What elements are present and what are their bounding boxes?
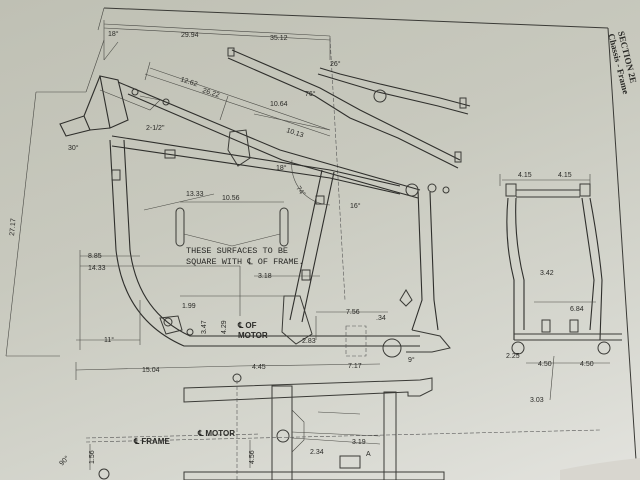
dim-3-47: 3.47: [201, 320, 208, 334]
dim-4-50-right: 4.50: [580, 361, 594, 368]
dim-10-64: 10.64: [270, 101, 288, 108]
dim-3-03: 3.03: [530, 397, 544, 404]
bottom-dimensions: [75, 362, 381, 380]
cl-of-motor-line2: MOTOR: [238, 331, 268, 340]
rear-view: [499, 174, 622, 401]
rear-upper-strut: [227, 47, 471, 169]
cl-frame-label: ℄ FRAME: [133, 437, 170, 446]
dim-1-56: 1.56: [89, 450, 96, 464]
surfaces-note-line1: THESE SURFACES TO BE: [186, 246, 288, 256]
mount-plates: 13.33 10.56: [143, 191, 289, 247]
dim-26-22: 26.22: [201, 87, 220, 99]
label-a: A: [366, 451, 371, 458]
front-down-tube: [109, 139, 420, 347]
dim-2-34: 2.34: [310, 449, 324, 456]
angle-18b: 18°: [276, 164, 287, 172]
angle-9: 9°: [408, 356, 415, 364]
lower-right-dimensions: [315, 311, 388, 357]
dim-7-56: 7.56: [346, 309, 360, 316]
height-dimension: [5, 91, 86, 357]
dim-11-deg: 11°: [104, 336, 114, 344]
dim-1-99: 1.99: [182, 303, 196, 310]
dim-27-17: 27.17: [9, 218, 18, 236]
dim-2-1-2: 2-1/2": [146, 125, 165, 132]
dim-4-15-left: 4.15: [518, 172, 532, 179]
dim-35-12: 35.12: [270, 35, 288, 42]
angle-18-label: 18°: [108, 30, 119, 38]
angle-90: 90°: [58, 454, 71, 467]
angle-26: 26°: [330, 60, 341, 68]
dim-13-33: 13.33: [186, 191, 204, 198]
angle-74: 74°: [294, 185, 307, 198]
dim-2-83: 2.83: [302, 338, 316, 345]
top-dimensions: [85, 20, 346, 301]
dim-8-85: 8.85: [88, 253, 102, 260]
angle-16: 16°: [350, 202, 361, 210]
dim-6-84: 6.84: [570, 306, 584, 313]
steering-head: [59, 75, 170, 137]
dim-point-34: .34: [376, 315, 386, 322]
dim-4-50-left: 4.50: [538, 361, 552, 368]
left-dimensions: [76, 250, 320, 350]
cl-of-motor-line1: ℄ OF: [237, 321, 257, 330]
surfaces-note-line2: SQUARE WITH ℄ OF FRAME.: [186, 257, 304, 267]
dim-10-13: 10.13: [285, 127, 304, 139]
page-border: [97, 7, 637, 461]
top-tube: [117, 61, 421, 199]
dim-4-56: 4.56: [249, 450, 256, 464]
dim-3-18: 3.18: [258, 273, 272, 280]
dim-3-42: 3.42: [540, 270, 554, 277]
dim-4-29: 4.29: [221, 320, 228, 334]
rear-strut: [382, 183, 451, 358]
cl-motor-plan-label: ℄ MOTOR: [197, 429, 235, 438]
lower-rail: [111, 129, 401, 195]
dim-7-17: 7.17: [348, 363, 362, 370]
dim-3-19: 3.19: [352, 439, 366, 446]
dim-10-56: 10.56: [222, 195, 240, 202]
angle-76: 76°: [305, 90, 316, 98]
dim-29-94: 29.94: [181, 32, 199, 39]
page-edge: [560, 458, 640, 480]
dim-2-25: 2.25: [506, 353, 520, 360]
angle-30: 30°: [68, 144, 79, 152]
dim-14-33: 14.33: [88, 265, 106, 272]
plan-view: [85, 373, 601, 480]
dim-4-45: 4.45: [252, 364, 266, 371]
dim-15-04: 15.04: [142, 367, 160, 374]
dim-4-15-right: 4.15: [558, 172, 572, 179]
